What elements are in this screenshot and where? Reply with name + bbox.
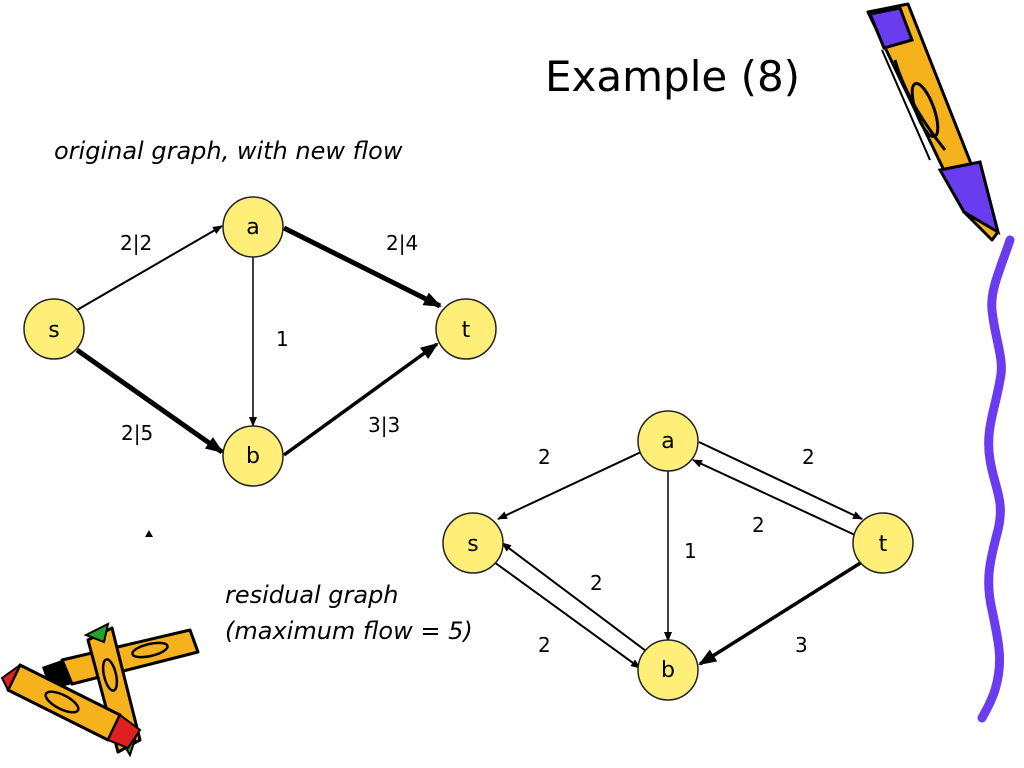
res-node-t: t [852,512,914,574]
res-label-bs: 2 [590,571,603,595]
residual-graph: 2 2 2 1 2 2 3 a s t b [442,410,914,701]
orig-label-sb: 2|5 [121,421,153,445]
res-edge-at [698,441,863,520]
orig-edge-sb [75,347,224,455]
residual-graph-caption: residual graph (maximum flow = 5) [225,577,473,649]
residual-caption-line1: residual graph [225,581,399,609]
residual-caption-line2: (maximum flow = 5) [225,617,473,645]
res-node-b: b [637,639,699,701]
res-label-as: 2 [538,445,551,469]
original-graph: 2|2 2|4 1 2|5 3|3 s a t b [23,196,497,487]
res-label-ab: 1 [684,539,697,563]
res-node-a: a [637,410,699,472]
orig-node-a-label: a [246,215,259,240]
orig-edge-bt [282,342,439,457]
orig-label-at: 2|4 [386,231,418,255]
res-label-ta: 2 [752,513,765,537]
res-node-s: s [442,512,504,574]
orig-edge-at [282,225,442,309]
res-label-sb: 2 [538,633,551,657]
res-edge-tb [698,560,863,666]
crayons-icon [0,622,200,758]
orig-node-t: t [435,298,497,360]
orig-node-a: a [222,196,284,258]
stray-mark [145,530,153,537]
res-node-b-label: b [661,658,675,683]
res-node-s-label: s [467,532,478,557]
original-graph-caption: original graph, with new flow [54,137,403,165]
orig-node-s-label: s [48,318,59,343]
orig-edge-sa [76,225,223,311]
orig-label-sa: 2|2 [120,231,152,255]
pencil-icon [866,2,1001,242]
orig-node-s: s [23,298,85,360]
res-node-a-label: a [661,429,674,454]
res-node-t-label: t [879,532,888,557]
orig-node-b-label: b [246,444,260,469]
orig-node-t-label: t [462,318,471,343]
res-edge-as [497,451,642,520]
res-edge-ta [692,459,856,536]
orig-node-b: b [222,425,284,487]
orig-label-ab: 1 [276,327,289,351]
res-label-at: 2 [802,445,815,469]
orig-label-bt: 3|3 [368,413,400,437]
res-edge-bs [501,542,647,652]
page-title: Example (8) [545,52,801,101]
res-edge-sb [493,561,641,669]
squiggle-border-icon [977,235,1015,723]
res-label-tb: 3 [795,633,808,657]
